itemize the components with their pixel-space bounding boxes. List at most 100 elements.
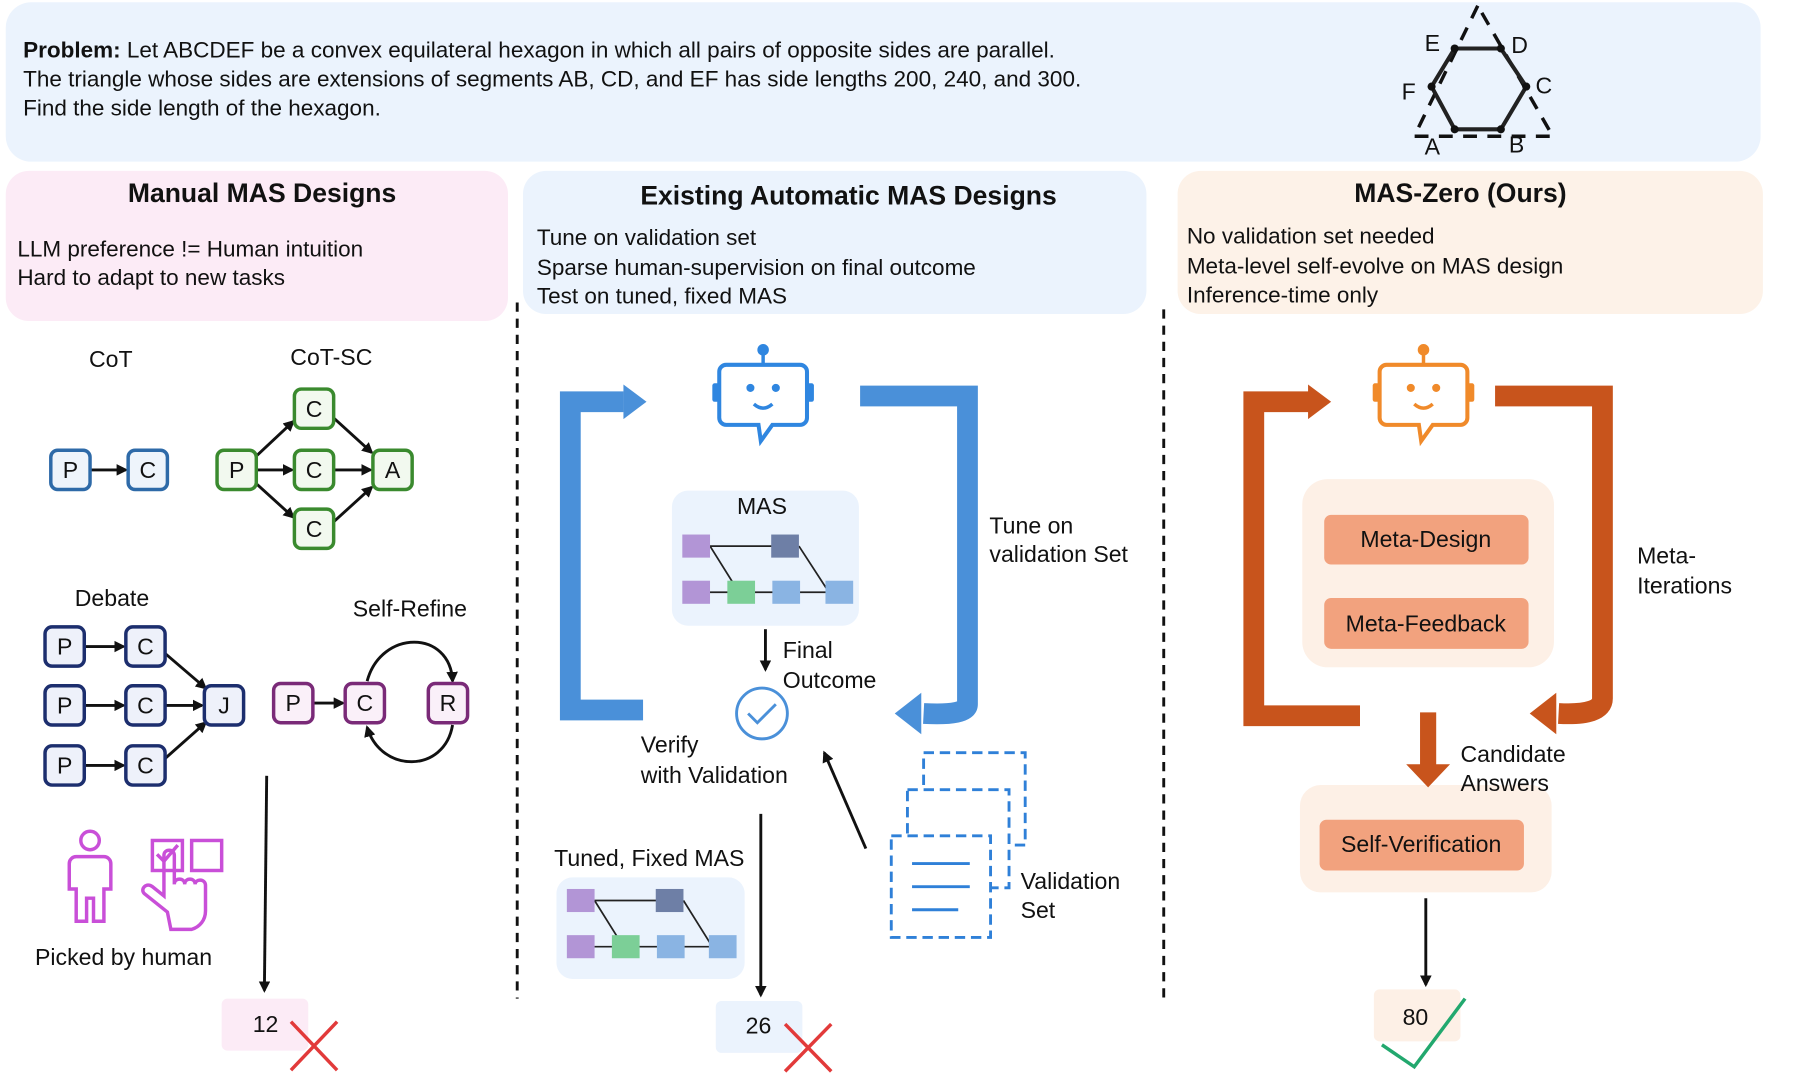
problem-line2: The triangle whose sides are extensions … (23, 67, 1081, 92)
problem-line3: Find the side length of the hexagon. (23, 95, 381, 120)
graph-node-label: C (137, 692, 154, 718)
graph-node-label: C (137, 753, 154, 779)
vertex-f: F (1402, 78, 1416, 104)
candidate-label: Answers (1460, 770, 1549, 796)
graph-node: P (43, 684, 87, 727)
self-verification-block (1319, 819, 1524, 871)
graph-node: P (43, 744, 87, 787)
loop-arrowhead (894, 692, 922, 735)
tuning-loop (559, 385, 978, 725)
vertex-e: E (1425, 30, 1440, 56)
hexagon-figure: A B C D E F (1402, 2, 1556, 160)
graph-node: C (124, 625, 167, 668)
validation-set-label: Validation (1021, 868, 1121, 894)
ours-result-value: 80 (1403, 1004, 1429, 1030)
ours-point: No validation set needed (1187, 224, 1435, 249)
vertex-b: B (1509, 131, 1524, 157)
mas-box: MAS (671, 490, 859, 626)
loop-arrowhead (1529, 692, 1557, 735)
correct-check-icon (1380, 997, 1467, 1070)
graph-node-label: P (229, 457, 244, 483)
graph-node: P (271, 681, 315, 725)
existing-point: Sparse human-supervision on final outcom… (537, 255, 976, 280)
existing-panel: Existing Automatic MAS Designs Tune on v… (522, 170, 1147, 315)
selfrefine-label: Self-Refine (353, 596, 467, 622)
graph-node: P (43, 625, 87, 668)
meta-feedback-block (1324, 598, 1529, 649)
arrow (822, 750, 868, 850)
graph-node: J (202, 684, 246, 727)
graph-node: R (426, 681, 470, 725)
robot-icon (1372, 344, 1475, 447)
graph-node-label: P (63, 457, 78, 483)
robot-icon (712, 344, 814, 447)
graph-edges (84, 416, 458, 772)
existing-point: Test on tuned, fixed MAS (537, 284, 787, 309)
problem-panel: Problem: Let ABCDEF be a convex equilate… (5, 2, 1761, 162)
cotsc-label: CoT-SC (290, 344, 372, 370)
graph-node-label: J (218, 692, 230, 718)
vertex-a: A (1425, 134, 1441, 160)
tuned-mas-box (556, 877, 745, 980)
meta-design-label: Meta-Design (1360, 526, 1491, 552)
graph-node-label: C (356, 690, 373, 716)
meta-feedback-label: Meta-Feedback (1346, 611, 1507, 637)
graph-node: C (292, 448, 336, 492)
verify-label: Verify (641, 732, 699, 758)
meta-iteration-loop (1243, 385, 1613, 727)
existing-point: Tune on validation set (537, 225, 757, 250)
ours-panel: MAS-Zero (Ours) No validation set needed… (1177, 170, 1763, 315)
manual-result: 12 (221, 998, 339, 1072)
ours-point: Inference-time only (1187, 282, 1379, 307)
validation-set-icon (889, 751, 1027, 939)
tune-label: Tune on (989, 512, 1073, 538)
debate-label: Debate (75, 585, 149, 611)
graph-node-label: C (306, 457, 323, 483)
graph-node: P (215, 448, 259, 492)
manual-point: Hard to adapt to new tasks (17, 265, 285, 290)
existing-title: Existing Automatic MAS Designs (640, 180, 1056, 210)
graph-node-label: P (57, 692, 72, 718)
check-circle-icon (735, 686, 789, 741)
existing-result: 26 (715, 1000, 833, 1073)
graph-node-label: C (137, 634, 154, 660)
graph-node: C (343, 681, 387, 725)
tuned-fixed-label: Tuned, Fixed MAS (554, 845, 744, 871)
meta-design-block (1324, 514, 1529, 565)
ours-title: MAS-Zero (Ours) (1354, 178, 1566, 208)
graph-node: C (124, 744, 167, 787)
loop-arrowhead (623, 384, 647, 420)
down-arrow (1406, 712, 1451, 788)
self-verification-label: Self-Verification (1341, 831, 1501, 857)
graph-node-label: P (57, 634, 72, 660)
vertex-c: C (1535, 73, 1552, 99)
graph-node-label: R (440, 690, 457, 716)
mas-graph-icon (682, 534, 854, 604)
tune-label: validation Set (989, 541, 1128, 567)
ours-result: 80 (1373, 989, 1467, 1070)
mas-label: MAS (737, 493, 787, 519)
problem-line1: Let ABCDEF be a convex equilateral hexag… (121, 38, 1055, 63)
problem-label: Problem: (23, 38, 121, 63)
graph-node: C (292, 507, 336, 551)
graph-node: C (126, 448, 170, 492)
graph-node-label: C (306, 396, 323, 422)
picked-by-human-label: Picked by human (35, 944, 212, 970)
candidate-label: Candidate (1460, 741, 1565, 767)
existing-result-value: 26 (746, 1012, 772, 1038)
hand-select-icon (141, 838, 224, 932)
manual-panel: Manual MAS Designs LLM preference != Hum… (5, 170, 508, 321)
validation-set-label: Set (1021, 897, 1056, 923)
manual-result-value: 12 (253, 1011, 279, 1037)
arrow (258, 775, 271, 993)
verify-label: with Validation (640, 762, 788, 788)
manual-title: Manual MAS Designs (128, 178, 396, 208)
graph-node: C (124, 684, 167, 727)
manual-point: LLM preference != Human intuition (17, 236, 363, 261)
final-outcome-label: Final (783, 637, 833, 663)
graph-node-label: C (139, 457, 156, 483)
graph-node: C (292, 387, 336, 431)
loop-arrowhead (1308, 384, 1332, 420)
meta-iterations-label: Iterations (1637, 572, 1732, 598)
